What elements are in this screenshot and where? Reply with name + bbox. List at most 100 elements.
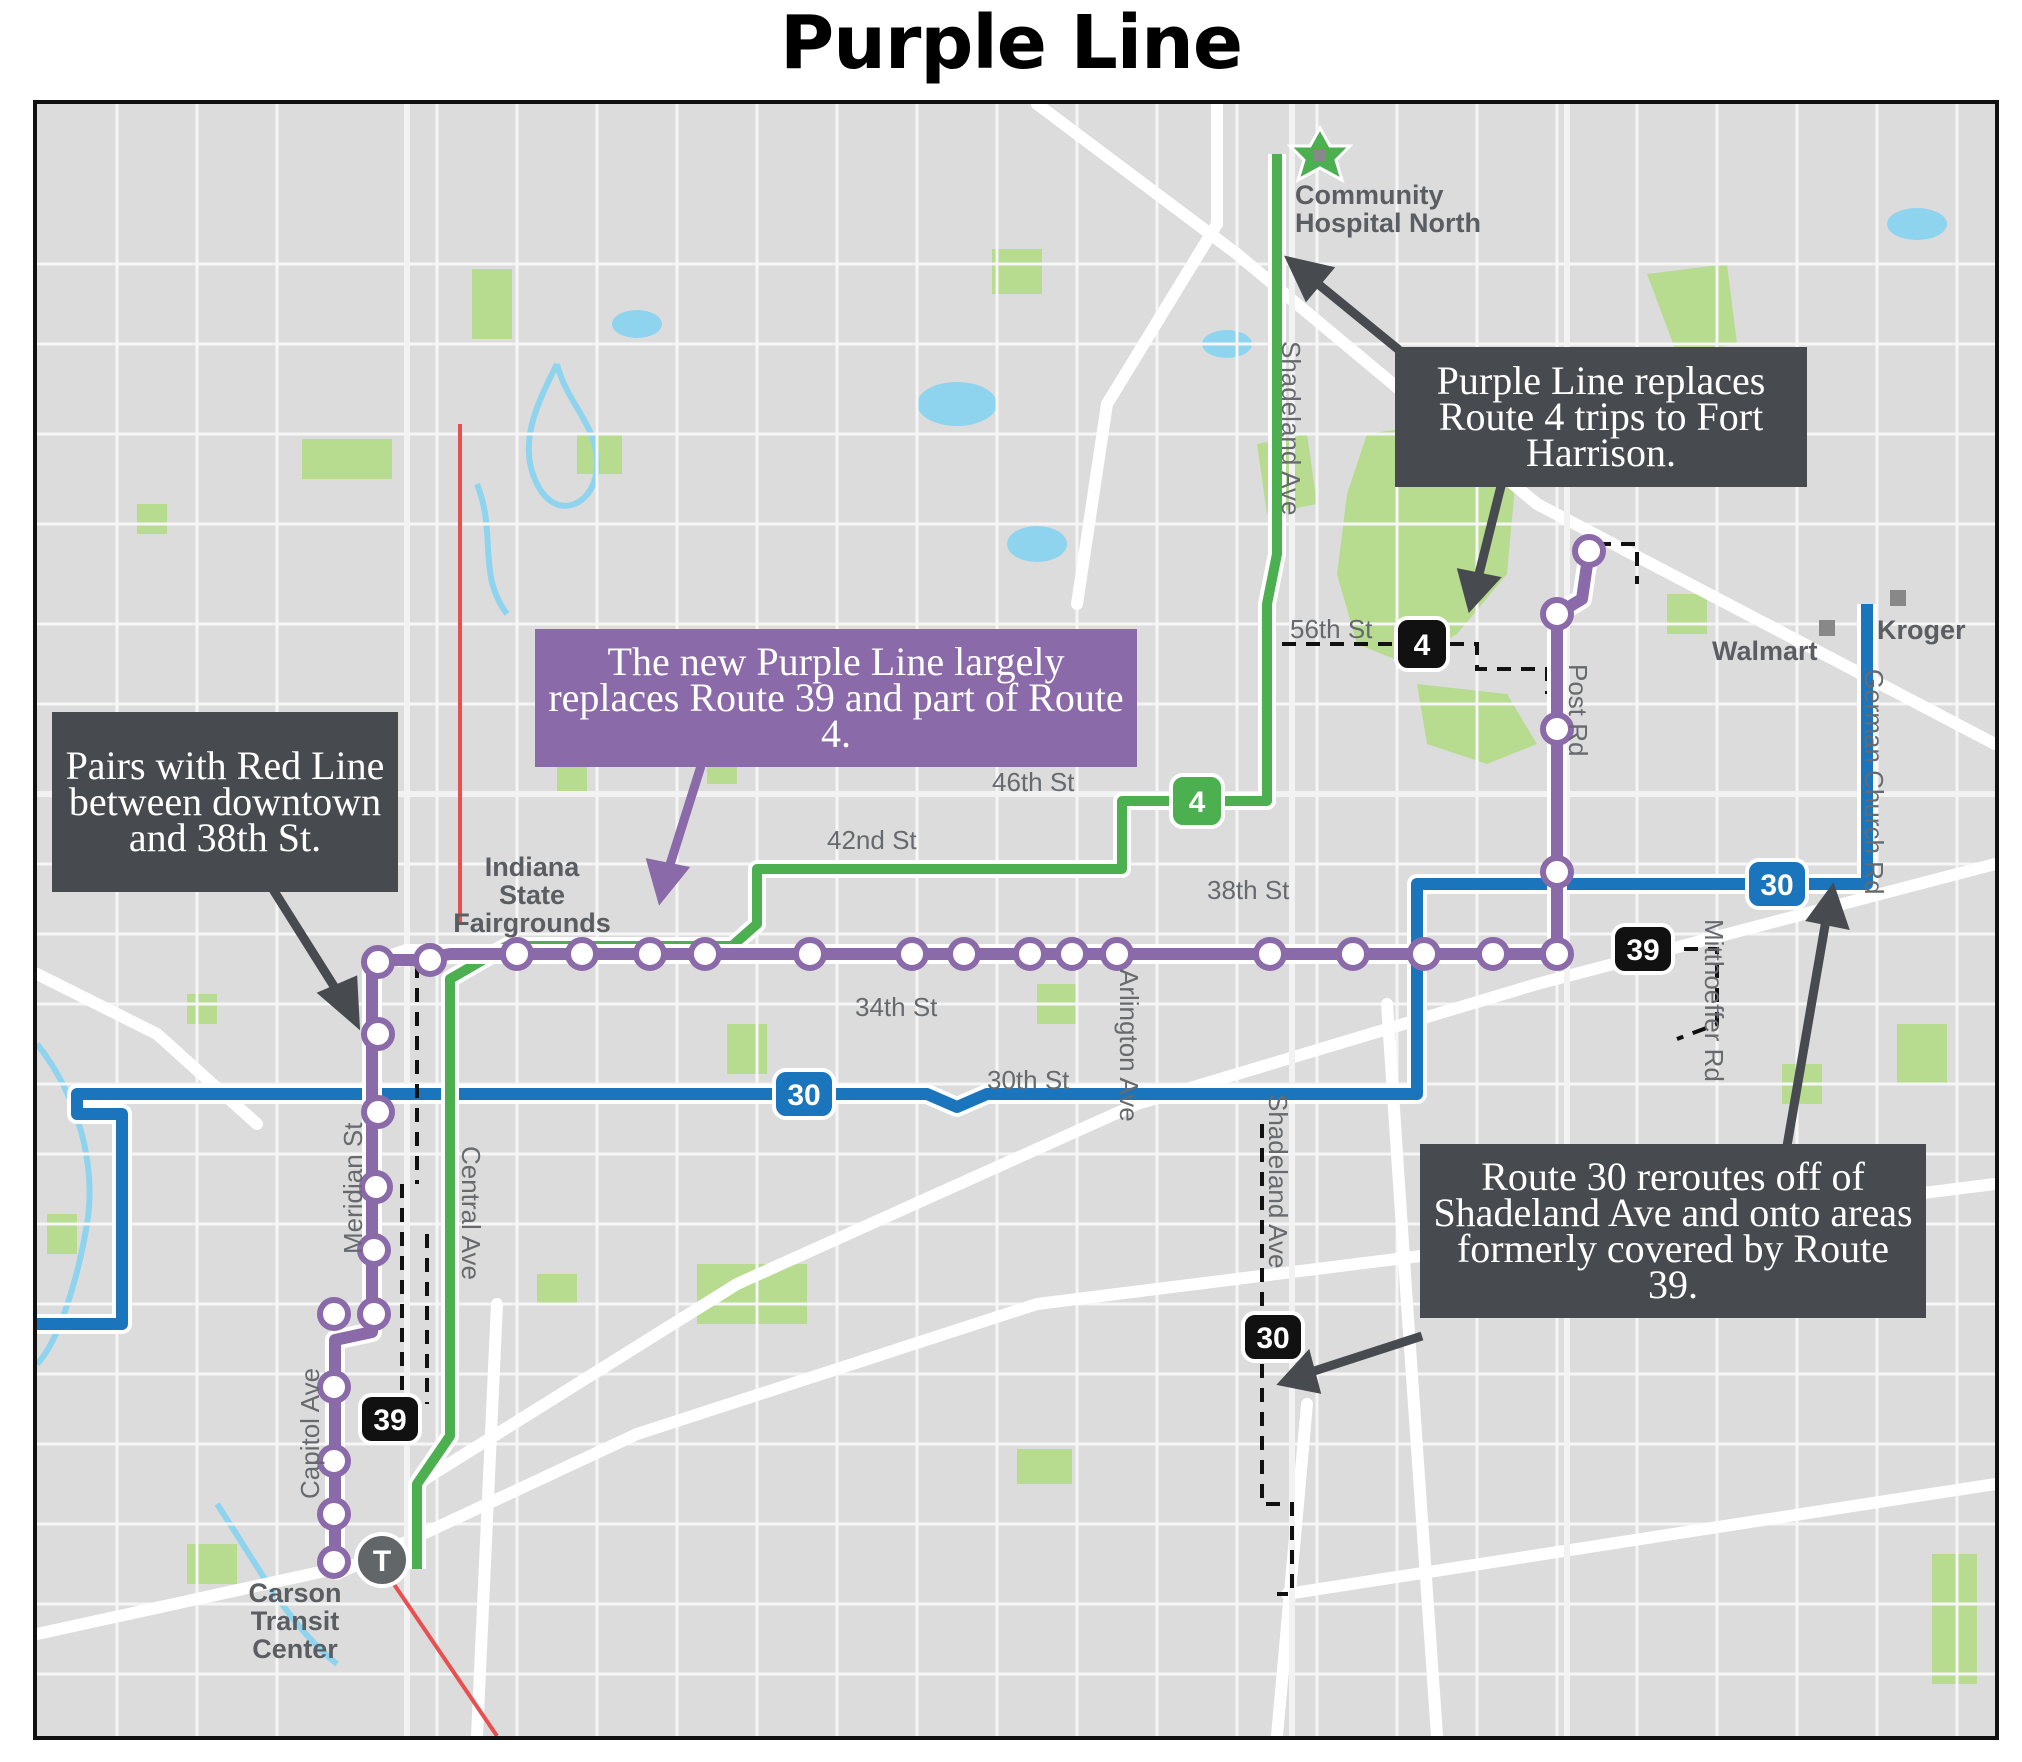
hospital-label-line1: Community [1295, 180, 1444, 210]
street-label-56th: 56th St [1290, 614, 1373, 644]
purple-line-stop [361, 1095, 395, 1129]
route-39-east-badge: 39 [1611, 923, 1675, 975]
purple-line-stop [413, 943, 447, 977]
former-route-30-shadeland [1260, 1124, 1294, 1596]
svg-text:30: 30 [1256, 1322, 1289, 1355]
svg-text:30: 30 [1760, 869, 1793, 902]
hospital-label-line2: Hospital North [1295, 208, 1481, 238]
walmart-label: Walmart [1712, 636, 1818, 666]
purple-line-stop [357, 1233, 391, 1267]
park [47, 1214, 77, 1254]
route-39-south-badge: 39 [358, 1393, 422, 1445]
street-label-german-church: German Church Rd [1859, 669, 1889, 894]
pointer-new-purple [662, 764, 706, 876]
callout-route-30-reroutes: Route 30 reroutes off of Shadeland Ave a… [1420, 1144, 1926, 1318]
park [557, 764, 587, 794]
purple-line-stop [361, 1017, 395, 1051]
purple-line-stop [1540, 855, 1574, 889]
callout-pointer-purple [645, 764, 706, 906]
purple-line-stop [1100, 937, 1134, 971]
purple-line-stop [1540, 712, 1574, 746]
red-line [385, 424, 499, 1736]
street-label-central: Central Ave [456, 1146, 486, 1280]
callout-new-purple-line: The new Purple Line largely replaces Rou… [535, 629, 1137, 767]
park [187, 1544, 237, 1584]
callout-pointers [253, 255, 1850, 1394]
purple-line-stop [361, 945, 395, 979]
street-label-30th: 30th St [987, 1065, 1070, 1095]
purple-line-stop [317, 1497, 351, 1531]
purple-line-stop [1013, 937, 1047, 971]
street-label-shadeland-south: Shadeland Ave [1263, 1094, 1293, 1268]
highway [1281, 1478, 1995, 1600]
purple-line-stop [359, 1170, 393, 1204]
street-label-46th: 46th St [992, 767, 1075, 797]
park [187, 994, 217, 1024]
route-4-line [412, 154, 1282, 1569]
ponds [612, 208, 1947, 562]
purple-line-stop [357, 1297, 391, 1331]
purple-line-stop [317, 1444, 351, 1478]
svg-text:39: 39 [373, 1404, 406, 1437]
pond [1887, 208, 1947, 240]
park [727, 1024, 767, 1074]
park [992, 249, 1042, 294]
purple-line-stop [793, 937, 827, 971]
park [1932, 1554, 1977, 1684]
fairgrounds-label-line3: Fairgrounds [453, 908, 611, 938]
purple-line-stop [1407, 937, 1441, 971]
pointer-route30-east-head [1805, 882, 1850, 930]
purple-line-stop [633, 937, 667, 971]
fairgrounds-label-line1: Indiana [485, 852, 580, 882]
river [525, 362, 601, 509]
street-label-42nd: 42nd St [827, 825, 917, 855]
park [137, 504, 167, 534]
street-label-arlington: Arlington Ave [1114, 969, 1144, 1122]
hospital-star-icon [1286, 124, 1354, 184]
route-30-line [37, 604, 1873, 1330]
route-4-black-badge: 4 [1394, 616, 1450, 672]
pointer-new-purple-head [645, 858, 691, 906]
street-label-shadeland-north: Shadeland Ave [1276, 341, 1306, 515]
park [1897, 1024, 1947, 1084]
red-line-south [385, 1572, 499, 1736]
park [302, 439, 392, 479]
purple-line-stops [317, 534, 1606, 1579]
svg-text:39: 39 [1626, 934, 1659, 967]
street-label-meridian: Meridian St [338, 1122, 368, 1254]
pointer-route30-shadeland [1303, 1331, 1424, 1379]
purple-line-stop [1055, 937, 1089, 971]
street-label-post-rd: Post Rd [1563, 664, 1593, 757]
purple-line-stop [895, 937, 929, 971]
transit-center-icon: T [354, 1532, 410, 1588]
route-30-mid-badge: 30 [772, 1068, 836, 1120]
purple-line-stop [500, 937, 534, 971]
pointer-replaces-route4-56th [1472, 480, 1507, 584]
purple-line-stop [1253, 937, 1287, 971]
river [214, 1502, 339, 1667]
street-label-mitthoeffer: Mitthoeffer Rd [1699, 919, 1729, 1082]
highway [1031, 104, 1995, 750]
purple-line-stop [947, 937, 981, 971]
pond [1007, 526, 1067, 562]
carson-label-line1: Carson [248, 1578, 341, 1608]
former-route-4-post [1597, 542, 1639, 584]
street-label-38th: 38th St [1207, 875, 1290, 905]
carson-label-line3: Center [252, 1634, 338, 1664]
park [1017, 1449, 1072, 1484]
purple-line-stop [1540, 937, 1574, 971]
river [474, 482, 510, 616]
svg-text:4: 4 [1414, 629, 1431, 662]
purple-line-stop [317, 1545, 351, 1579]
callout-pairs-red-line: Pairs with Red Line between downtown and… [52, 712, 398, 892]
pointer-hospital-head [1284, 255, 1336, 303]
svg-text:4: 4 [1189, 786, 1206, 819]
kroger-square-marker-icon [1890, 590, 1906, 606]
fairgrounds-label-line2: State [499, 880, 565, 910]
highway [1071, 104, 1223, 610]
park [1667, 594, 1707, 634]
map-frame: T 4 4 30 30 30 39 39 56th St 46th St 42n… [33, 100, 1999, 1740]
pointer-pairs-red-head [316, 975, 361, 1031]
svg-text:30: 30 [787, 1079, 820, 1112]
route-30-shadeland-badge: 30 [1241, 1311, 1305, 1363]
